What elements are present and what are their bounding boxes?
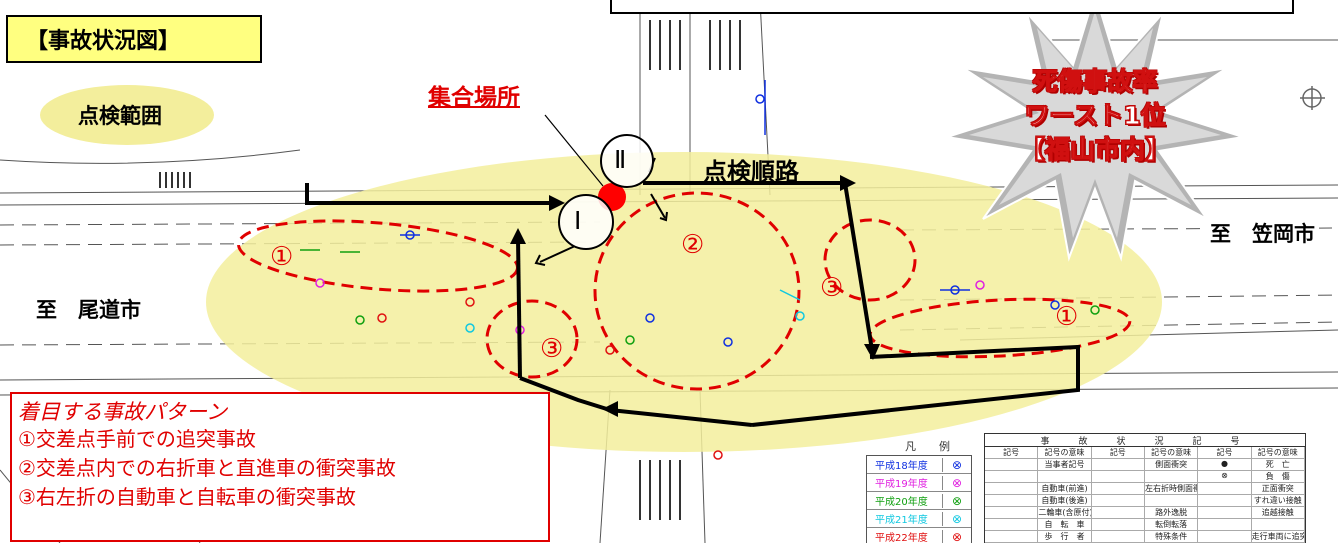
symbol-table-row: ⊗負 傷 (985, 471, 1305, 483)
zone-3-left-label: ③ (540, 334, 564, 364)
check-area-label: 点検範囲 (78, 104, 162, 128)
year-label: 平成19年度 (875, 479, 928, 490)
badge-line-3: 【福山市内】 (1019, 135, 1170, 165)
route-label: 点検順路 (703, 158, 799, 186)
year-row: 平成19年度 ⊗ (867, 474, 971, 492)
crosswalks (159, 20, 741, 520)
zone-2 (593, 191, 801, 391)
point-2-circle (600, 134, 654, 188)
symbol-table-row: 当事者記号 側面衝突 ●死 亡 (985, 459, 1305, 471)
year-row: 平成18年度 ⊗ (867, 456, 971, 474)
symbol-table-row: 自 転 車 転倒転落 (985, 519, 1305, 531)
accident-marks (300, 80, 1325, 460)
symbol-table-header: 記号記号の意味 記号記号の意味 記号記号の意味 (985, 447, 1305, 459)
injury-icon: ⊗ (942, 529, 971, 543)
pattern-item: ②交差点内での右折車と直進車の衝突事故 (18, 456, 396, 480)
legend-label: 凡 例 (905, 440, 956, 453)
pattern-item: ③右左折の自動車と自転車の衝突事故 (18, 485, 356, 509)
check-area-ellipse (206, 152, 1162, 452)
symbol-table-title: 事 故 状 況 記 号 (985, 434, 1305, 447)
symbol-table-row: 自動車(後進) すれ違い接触 (985, 495, 1305, 507)
inspection-route (305, 181, 1080, 427)
accident-symbol-table: 事 故 状 況 記 号 記号記号の意味 記号記号の意味 記号記号の意味 当事者記… (984, 433, 1306, 543)
zone-1-left-label: ① (270, 242, 294, 272)
year-label: 平成21年度 (875, 515, 928, 526)
zone-1-right-label: ① (1055, 302, 1079, 332)
year-label: 平成20年度 (875, 497, 928, 508)
accident-pattern-panel: 着目する事故パターン ①交差点手前での追突事故 ②交差点内での右折車と直進車の衝… (10, 392, 550, 542)
direction-arrows (534, 157, 668, 266)
zone-2-label: ② (681, 230, 705, 260)
direction-onomichi: 至 尾道市 (32, 294, 145, 324)
check-area-label-ellipse (40, 85, 214, 145)
point-2-label: Ⅱ (614, 145, 627, 174)
symbol-table-row: 二輪車(含原付) 路外逸脱 追越接触 (985, 507, 1305, 519)
year-legend: 平成18年度 ⊗ 平成19年度 ⊗ 平成20年度 ⊗ 平成21年度 ⊗ 平成22年度 ⊗ (866, 455, 972, 543)
meeting-place-label: 集合場所 (428, 85, 520, 111)
header-frame (610, 0, 1294, 14)
zone-3-right-label: ③ (820, 273, 844, 303)
badge-line-1: 死傷事故率 (1032, 67, 1158, 97)
diagram-title: 【事故状況図】 (6, 15, 262, 63)
pattern-item: ①交差点手前での追突事故 (18, 427, 256, 451)
route-arrowheads (510, 175, 880, 417)
injury-icon: ⊗ (942, 511, 971, 526)
injury-icon: ⊗ (942, 457, 971, 472)
badge-line-2: ワースト1位 (1024, 101, 1166, 131)
year-label: 平成22年度 (875, 533, 928, 543)
year-row: 平成21年度 ⊗ (867, 510, 971, 528)
point-1-circle (558, 194, 614, 250)
symbol-table-row: 自動車(前進) 左右折時側面衝突 正面衝突 (985, 483, 1305, 495)
symbol-table-row: 歩 行 者 特殊条件 走行車両に追突 (985, 531, 1305, 543)
zone-3-left (485, 299, 579, 379)
year-row: 平成20年度 ⊗ (867, 492, 971, 510)
injury-icon: ⊗ (942, 475, 971, 490)
point-1-label: Ⅰ (574, 206, 582, 235)
injury-icon: ⊗ (942, 493, 971, 508)
direction-kasaoka: 至 笠岡市 (1206, 218, 1319, 248)
meeting-place-leader (544, 114, 604, 187)
zone-3-right (823, 218, 917, 302)
year-row: 平成22年度 ⊗ (867, 528, 971, 543)
pattern-heading: 着目する事故パターン (18, 400, 227, 424)
starburst-badge (946, 0, 1244, 262)
year-label: 平成18年度 (875, 461, 928, 472)
